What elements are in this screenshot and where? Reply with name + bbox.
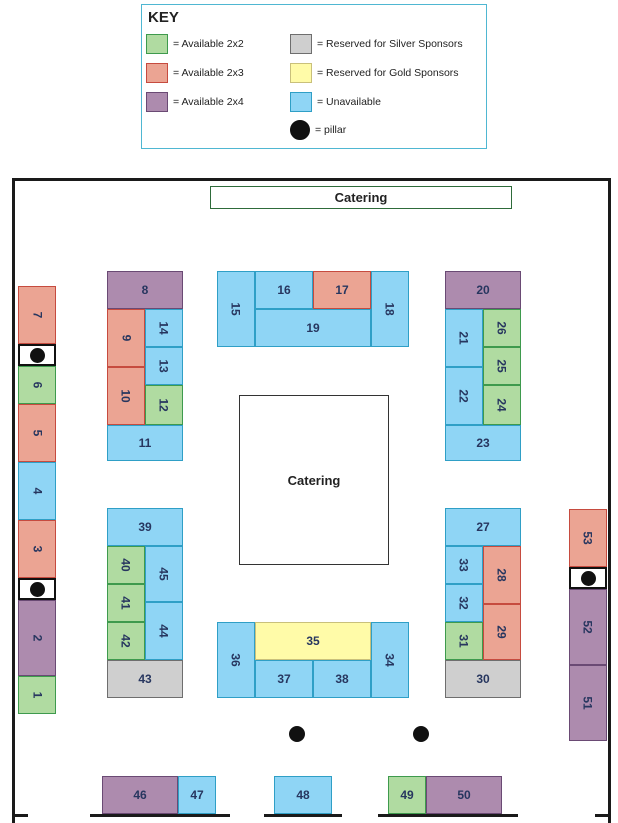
booth-37[interactable]: 37 bbox=[255, 660, 313, 698]
booth-40[interactable]: 40 bbox=[107, 546, 145, 584]
catering-top: Catering bbox=[210, 186, 512, 209]
pillar-icon bbox=[290, 120, 310, 140]
booth-52[interactable]: 52 bbox=[569, 589, 607, 665]
wall-segment bbox=[378, 814, 518, 817]
wall-segment bbox=[90, 814, 230, 817]
booth-8[interactable]: 8 bbox=[107, 271, 183, 309]
booth-9[interactable]: 9 bbox=[107, 309, 145, 367]
booth-35[interactable]: 35 bbox=[255, 622, 371, 660]
booth-23[interactable]: 23 bbox=[445, 425, 521, 461]
legend-item-available-2x3: = Available 2x3 bbox=[146, 62, 244, 84]
booth-13[interactable]: 13 bbox=[145, 347, 183, 385]
booth-27[interactable]: 27 bbox=[445, 508, 521, 546]
booth-19[interactable]: 19 bbox=[255, 309, 371, 347]
booth-17[interactable]: 17 bbox=[313, 271, 371, 309]
legend-item-gold: = Reserved for Gold Sponsors bbox=[290, 62, 459, 84]
booth-14[interactable]: 14 bbox=[145, 309, 183, 347]
booth-26[interactable]: 26 bbox=[483, 309, 521, 347]
legend-item-available-2x4: = Available 2x4 bbox=[146, 91, 244, 113]
booth-53[interactable]: 53 bbox=[569, 509, 607, 567]
booth-1[interactable]: 1 bbox=[18, 676, 56, 714]
booth-36[interactable]: 36 bbox=[217, 622, 255, 698]
booth-43[interactable]: 43 bbox=[107, 660, 183, 698]
floor-plan: Catering Catering 7 6 5 4 3 2 1 8 9 10 1… bbox=[12, 178, 611, 823]
legend-swatch bbox=[146, 34, 168, 54]
booth-5[interactable]: 5 bbox=[18, 404, 56, 462]
legend-item-available-2x2: = Available 2x2 bbox=[146, 33, 244, 55]
booth-49[interactable]: 49 bbox=[388, 776, 426, 814]
wall-top bbox=[12, 178, 611, 181]
legend-swatch bbox=[290, 34, 312, 54]
booth-50[interactable]: 50 bbox=[426, 776, 502, 814]
booth-29[interactable]: 29 bbox=[483, 604, 521, 660]
booth-3[interactable]: 3 bbox=[18, 520, 56, 578]
booth-16[interactable]: 16 bbox=[255, 271, 313, 309]
booth-18[interactable]: 18 bbox=[371, 271, 409, 347]
booth-39[interactable]: 39 bbox=[107, 508, 183, 546]
booth-10[interactable]: 10 bbox=[107, 367, 145, 425]
booth-28[interactable]: 28 bbox=[483, 546, 521, 604]
pillar-icon bbox=[18, 578, 56, 600]
booth-46[interactable]: 46 bbox=[102, 776, 178, 814]
wall-right bbox=[608, 178, 611, 823]
booth-44[interactable]: 44 bbox=[145, 602, 183, 660]
pillar-icon bbox=[289, 726, 305, 742]
legend: KEY = Available 2x2 = Available 2x3 = Av… bbox=[141, 4, 487, 149]
pillar-icon bbox=[569, 567, 607, 589]
booth-6[interactable]: 6 bbox=[18, 366, 56, 404]
booth-45[interactable]: 45 bbox=[145, 546, 183, 602]
booth-38[interactable]: 38 bbox=[313, 660, 371, 698]
legend-swatch bbox=[290, 92, 312, 112]
legend-swatch bbox=[146, 92, 168, 112]
booth-25[interactable]: 25 bbox=[483, 347, 521, 385]
wall-segment bbox=[12, 814, 28, 817]
booth-34[interactable]: 34 bbox=[371, 622, 409, 698]
booth-33[interactable]: 33 bbox=[445, 546, 483, 584]
booth-22[interactable]: 22 bbox=[445, 367, 483, 425]
wall-segment bbox=[264, 814, 342, 817]
legend-swatch bbox=[290, 63, 312, 83]
booth-30[interactable]: 30 bbox=[445, 660, 521, 698]
booth-11[interactable]: 11 bbox=[107, 425, 183, 461]
booth-7[interactable]: 7 bbox=[18, 286, 56, 344]
booth-41[interactable]: 41 bbox=[107, 584, 145, 622]
booth-4[interactable]: 4 bbox=[18, 462, 56, 520]
booth-48[interactable]: 48 bbox=[274, 776, 332, 814]
wall-segment bbox=[595, 814, 611, 817]
pillar-icon bbox=[413, 726, 429, 742]
legend-item-silver: = Reserved for Silver Sponsors bbox=[290, 33, 463, 55]
legend-swatch bbox=[146, 63, 168, 83]
booth-15[interactable]: 15 bbox=[217, 271, 255, 347]
booth-32[interactable]: 32 bbox=[445, 584, 483, 622]
booth-51[interactable]: 51 bbox=[569, 665, 607, 741]
booth-12[interactable]: 12 bbox=[145, 385, 183, 425]
booth-20[interactable]: 20 bbox=[445, 271, 521, 309]
booth-47[interactable]: 47 bbox=[178, 776, 216, 814]
booth-21[interactable]: 21 bbox=[445, 309, 483, 367]
catering-center: Catering bbox=[239, 395, 389, 565]
wall-left bbox=[12, 178, 15, 823]
legend-item-pillar: = pillar bbox=[290, 119, 346, 141]
booth-24[interactable]: 24 bbox=[483, 385, 521, 425]
booth-42[interactable]: 42 bbox=[107, 622, 145, 660]
legend-title: KEY bbox=[148, 9, 179, 26]
booth-2[interactable]: 2 bbox=[18, 600, 56, 676]
pillar-icon bbox=[18, 344, 56, 366]
legend-item-unavailable: = Unavailable bbox=[290, 91, 381, 113]
booth-31[interactable]: 31 bbox=[445, 622, 483, 660]
